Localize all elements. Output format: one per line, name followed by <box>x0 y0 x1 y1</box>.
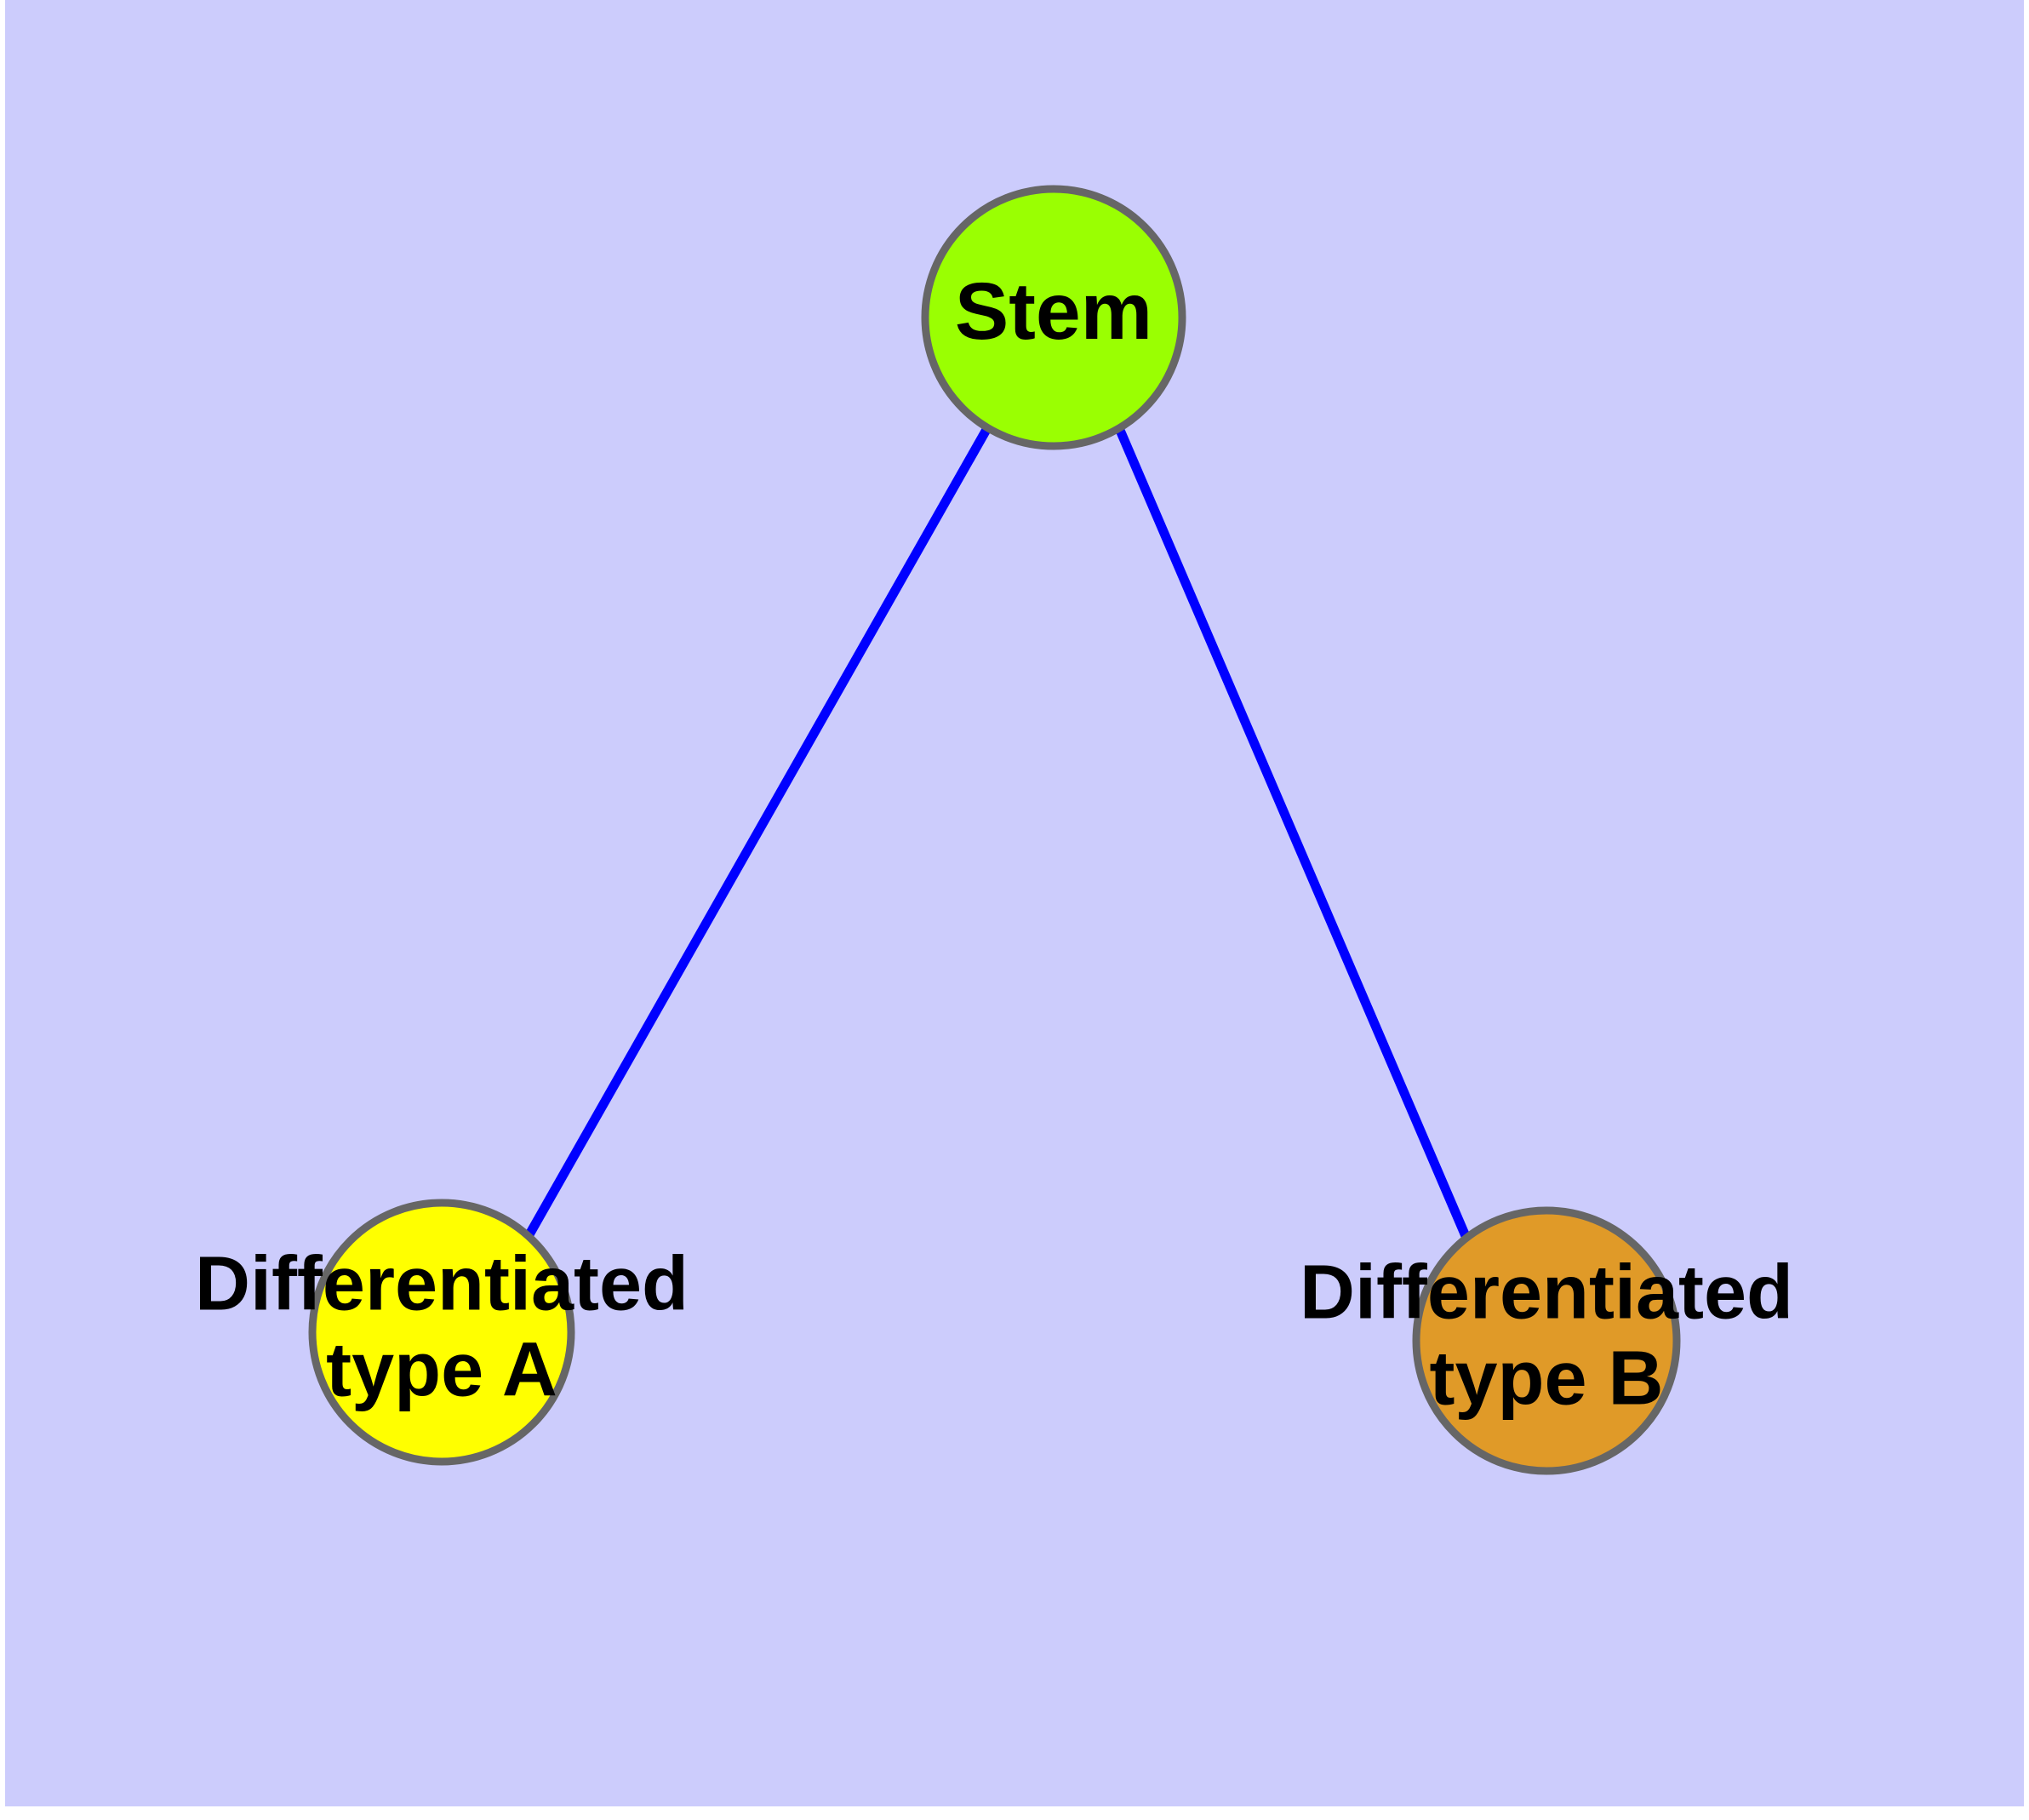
node-circle-differentiated-type-b[interactable] <box>1412 1206 1681 1475</box>
node-circle-stem[interactable] <box>921 185 1186 450</box>
node-layer <box>308 185 1681 1475</box>
node-label-line: Stem <box>955 266 1152 357</box>
edge-layer <box>524 426 1471 1239</box>
edge-stem-to-differentiated-type-a[interactable] <box>524 426 992 1239</box>
node-label-line: Differentiated <box>1300 1250 1793 1335</box>
node-label-stem: Stem <box>955 266 1152 357</box>
node-label-line: type B <box>1429 1336 1663 1421</box>
node-label-line: Differentiated <box>195 1241 689 1326</box>
node-circle-differentiated-type-a[interactable] <box>308 1199 575 1466</box>
edge-stem-to-differentiated-type-b[interactable] <box>1114 426 1471 1239</box>
node-label-line: type A <box>326 1327 557 1412</box>
